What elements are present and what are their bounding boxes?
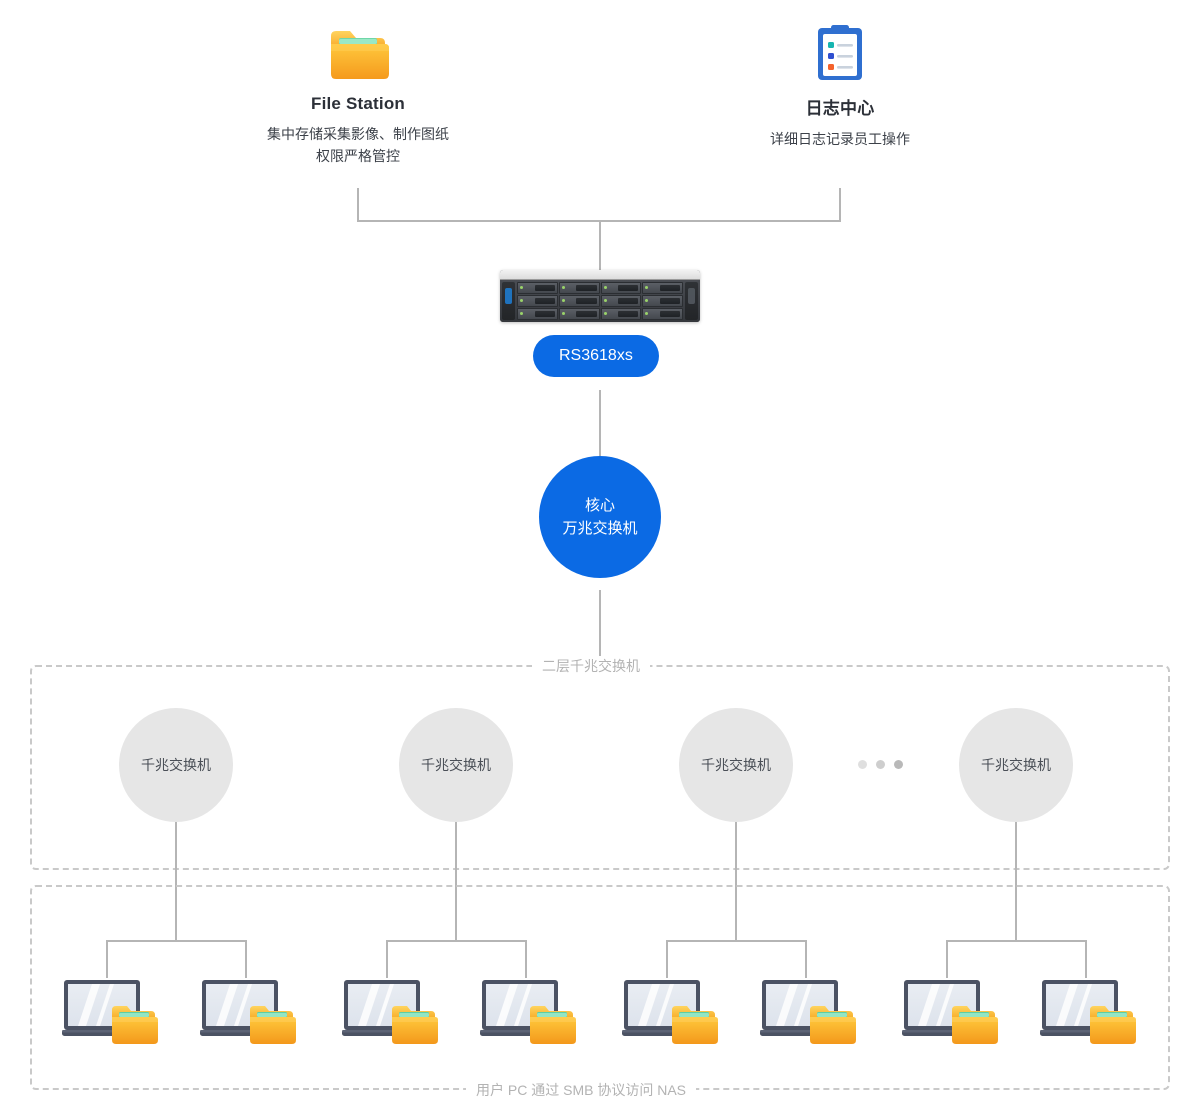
gigabit-switch-label: 千兆交换机 [421, 757, 491, 773]
laptop-with-folder-icon [760, 980, 856, 1044]
connector-pair1-right [245, 940, 247, 978]
drive-bay [558, 282, 600, 294]
gigabit-switch-node-1[interactable]: 千兆交换机 [119, 708, 233, 822]
connector-log-center-drop [839, 188, 841, 222]
gigabit-switch-node-4[interactable]: 千兆交换机 [959, 708, 1073, 822]
client-pc-2[interactable] [200, 978, 306, 1050]
ellipsis-dot [894, 760, 903, 769]
app-description-line1: 详细日志记录员工操作 [770, 131, 910, 147]
drive-bay [517, 282, 558, 294]
laptop-with-folder-icon [1040, 980, 1136, 1044]
app-title: File Station [310, 94, 406, 113]
gigabit-switch-label: 千兆交换机 [701, 757, 771, 773]
gigabit-switch-node-2[interactable]: 千兆交换机 [399, 708, 513, 822]
gigabit-switch-node-3[interactable]: 千兆交换机 [679, 708, 793, 822]
rack-body [500, 280, 700, 322]
connector-switch1-down [175, 822, 177, 942]
rack-top-panel [500, 270, 700, 280]
folder-icon [208, 18, 508, 82]
rackmount-nas-icon[interactable] [500, 270, 700, 322]
connector-pair3-bar [666, 940, 806, 942]
connector-pair2-bar [386, 940, 526, 942]
laptop-with-folder-icon [342, 980, 438, 1044]
app-node-log-center[interactable]: 日志中心 详细日志记录员工操作 [690, 18, 990, 150]
app-description: 集中存储采集影像、制作图纸 权限严格管控 [208, 123, 508, 167]
connector-switch2-down [455, 822, 457, 942]
client-pc-4[interactable] [480, 978, 586, 1050]
drive-bay [517, 308, 558, 320]
rack-ear-right [685, 282, 698, 320]
connector-pair1-left [106, 940, 108, 978]
client-pc-6[interactable] [760, 978, 866, 1050]
connector-pair4-bar [946, 940, 1086, 942]
connector-core-to-access [599, 590, 601, 666]
app-description: 详细日志记录员工操作 [690, 128, 990, 150]
drive-bay [558, 308, 600, 320]
core-switch-line2: 万兆交换机 [562, 520, 638, 537]
client-pc-8[interactable] [1040, 978, 1146, 1050]
client-layer-label: 用户 PC 通过 SMB 协议访问 NAS [466, 1080, 697, 1100]
connector-pair2-left [386, 940, 388, 978]
app-title: 日志中心 [805, 99, 875, 118]
connector-switch3-down [735, 822, 737, 942]
client-pc-7[interactable] [902, 978, 1008, 1050]
connector-pair3-right [805, 940, 807, 978]
connector-pair3-left [666, 940, 668, 978]
ellipsis-indicator [858, 760, 903, 769]
drive-bay [600, 282, 642, 294]
connector-switch4-down [1015, 822, 1017, 942]
app-node-file-station[interactable]: File Station 集中存储采集影像、制作图纸 权限严格管控 [208, 18, 508, 167]
gigabit-switch-label: 千兆交换机 [981, 757, 1051, 773]
client-pc-1[interactable] [62, 978, 168, 1050]
drive-bay [517, 295, 558, 307]
laptop-with-folder-icon [200, 980, 296, 1044]
drive-bay [642, 295, 683, 307]
nas-model-badge[interactable]: RS3618xs [533, 335, 659, 377]
clipboard-log-icon [690, 18, 990, 82]
core-switch-node[interactable]: 核心 万兆交换机 [539, 456, 661, 578]
connector-pair4-left [946, 940, 948, 978]
ellipsis-dot [858, 760, 867, 769]
ellipsis-dot [876, 760, 885, 769]
drive-bay-grid [515, 282, 685, 320]
client-pc-5[interactable] [622, 978, 728, 1050]
app-description-line1: 集中存储采集影像、制作图纸 [267, 126, 449, 142]
laptop-with-folder-icon [62, 980, 158, 1044]
drive-bay [600, 295, 642, 307]
laptop-with-folder-icon [480, 980, 576, 1044]
connector-file-station-drop [357, 188, 359, 222]
connector-pair4-right [1085, 940, 1087, 978]
drive-bay [558, 295, 600, 307]
core-switch-line1: 核心 [584, 497, 615, 514]
app-description-line2: 权限严格管控 [316, 148, 400, 164]
drive-bay [600, 308, 642, 320]
laptop-with-folder-icon [902, 980, 998, 1044]
access-layer-label: 二层千兆交换机 [532, 656, 650, 676]
laptop-with-folder-icon [622, 980, 718, 1044]
connector-bus-to-nas [599, 220, 601, 272]
drive-bay [642, 282, 683, 294]
connector-pair1-bar [106, 940, 246, 942]
rack-ear-left [502, 282, 515, 320]
gigabit-switch-label: 千兆交换机 [141, 757, 211, 773]
drive-bay [642, 308, 683, 320]
client-pc-3[interactable] [342, 978, 448, 1050]
connector-nas-to-core [599, 390, 601, 456]
connector-pair2-right [525, 940, 527, 978]
